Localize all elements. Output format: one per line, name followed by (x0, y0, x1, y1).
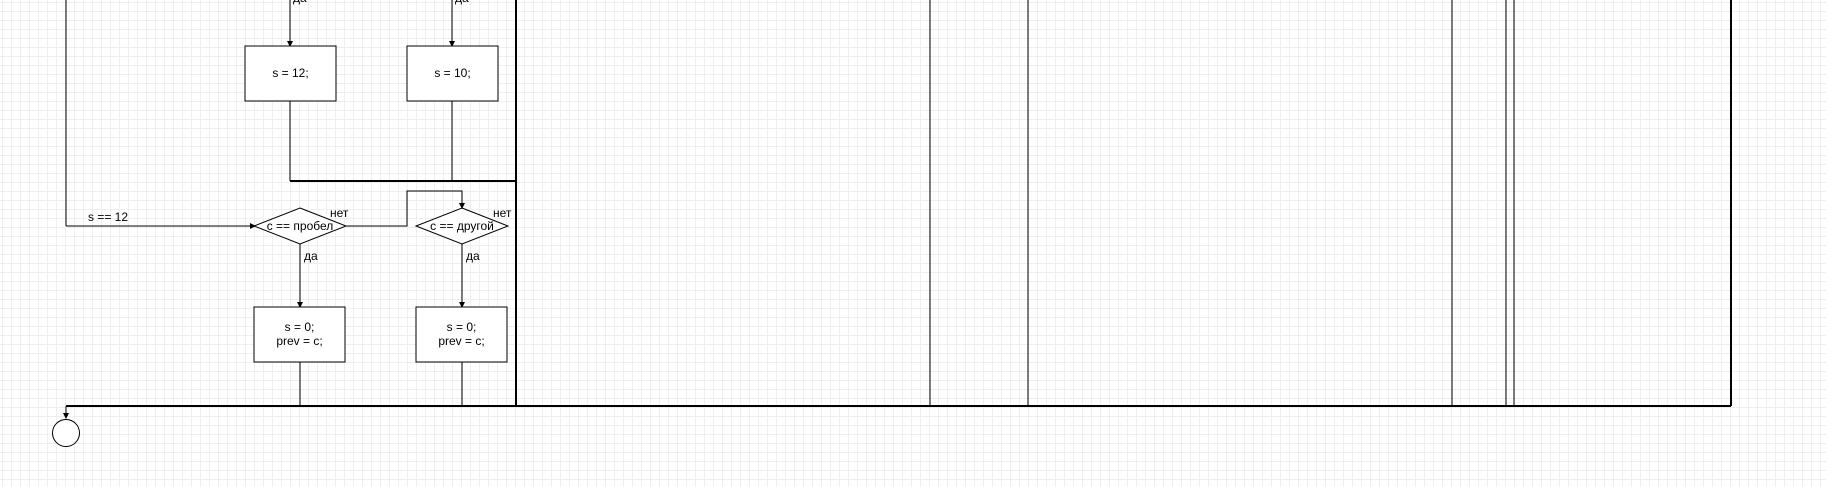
node-text-reset-left-1: s = 0; (285, 320, 315, 334)
node-text-s10: s = 10; (434, 66, 470, 80)
label-no-right: нет (493, 206, 512, 220)
label-yes-top-right: да (455, 0, 469, 5)
end-terminal[interactable] (52, 419, 80, 447)
label-yes-top-left: да (293, 0, 307, 5)
node-text-reset-left-2: prev = c; (276, 334, 322, 348)
label-no-left: нет (330, 206, 349, 220)
decision-text-space: c == пробел (267, 219, 334, 233)
label-s12-condition: s == 12 (88, 210, 128, 224)
process-box-reset-left[interactable] (253, 306, 346, 363)
label-yes-left: да (304, 249, 318, 263)
process-box-s12[interactable] (244, 45, 337, 102)
node-text-reset-right-1: s = 0; (447, 320, 477, 334)
process-box-reset-right[interactable] (415, 306, 508, 363)
decision-text-other: c == другой (430, 219, 494, 233)
node-text-reset-right-2: prev = c; (438, 334, 484, 348)
node-text-s12: s = 12; (272, 66, 308, 80)
label-yes-right: да (466, 249, 480, 263)
no-path-left (346, 190, 465, 227)
